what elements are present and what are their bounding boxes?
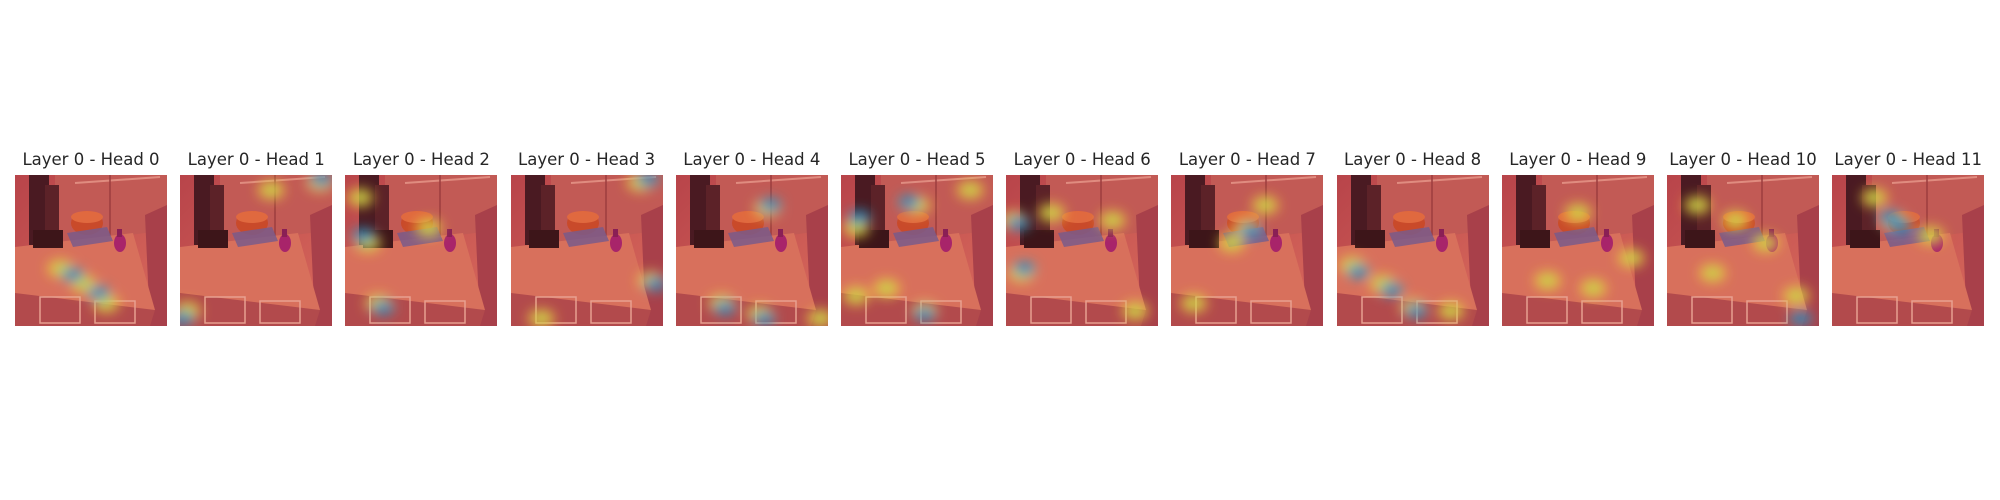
attention-heatmap-image [1667,175,1819,326]
panel-title: Layer 0 - Head 2 [352,150,490,169]
attention-heatmap-image [345,175,498,326]
attention-heatmap-image [1006,175,1159,326]
panel-title: Layer 0 - Head 10 [1669,150,1817,169]
panel-title: Layer 0 - Head 7 [1178,150,1316,169]
attention-heatmap-image [1171,175,1324,326]
panel-title: Layer 0 - Head 1 [187,150,325,169]
attention-heatmap-image [510,175,663,326]
attention-heatmap-image [1832,175,1985,326]
attention-heatmap-image [1501,175,1654,326]
attention-heatmap-image [841,175,993,326]
panel-title: Layer 0 - Head 6 [1013,150,1151,169]
panel-title: Layer 0 - Head 8 [1344,150,1482,169]
attention-heatmap-image [1336,175,1489,326]
panel-title: Layer 0 - Head 5 [848,150,986,169]
attention-heatmap-image [675,175,828,326]
panel-title: Layer 0 - Head 4 [683,150,821,169]
panel-title: Layer 0 - Head 0 [22,150,160,169]
attention-heatmap-image [180,175,333,326]
attention-heatmap-image [15,175,167,326]
panel-title: Layer 0 - Head 3 [518,150,656,169]
panel-title: Layer 0 - Head 9 [1509,150,1647,169]
panel-title: Layer 0 - Head 11 [1834,150,1982,169]
